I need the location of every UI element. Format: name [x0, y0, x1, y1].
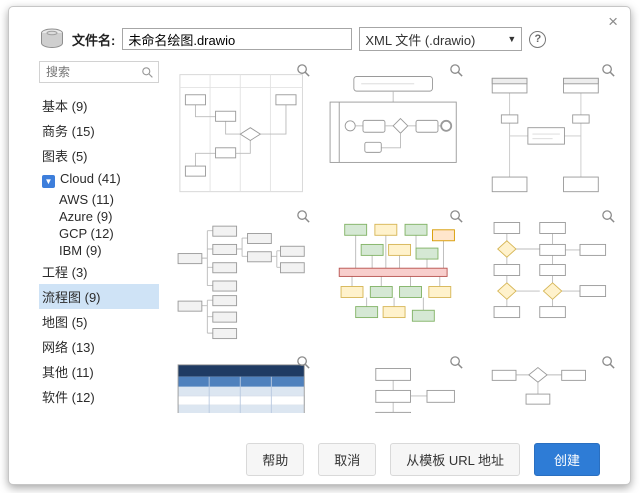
template-grid — [167, 61, 620, 413]
magnifier-icon[interactable] — [601, 63, 616, 78]
template-preview — [177, 225, 305, 340]
template-thumbnail-tree[interactable] — [167, 207, 316, 349]
filetype-select[interactable]: XML 文件 (.drawio) ▼ — [359, 27, 523, 51]
template-thumbnail-table[interactable] — [167, 353, 316, 413]
template-preview — [329, 76, 458, 163]
sidebar-item-tables[interactable]: 表格 (3) — [39, 409, 159, 413]
sidebar-item-other[interactable]: 其他 (11) — [42, 365, 94, 380]
dialog-body: 基本 (9) 商务 (15) 图表 (5) ▼ Cloud (41) AWS (1… — [9, 61, 630, 413]
template-preview — [339, 223, 456, 322]
magnifier-icon[interactable] — [601, 209, 616, 224]
sidebar-item-network[interactable]: 网络 (13) — [42, 340, 95, 355]
template-thumbnail-entity-flow[interactable] — [471, 61, 620, 203]
cancel-button[interactable]: 取消 — [318, 442, 377, 476]
magnifier-icon[interactable] — [449, 209, 464, 224]
sidebar-item-ibm[interactable]: IBM (9) — [59, 243, 102, 258]
magnifier-icon[interactable] — [296, 355, 311, 370]
template-thumbnail-cross-functional[interactable] — [167, 61, 316, 203]
filename-input[interactable] — [122, 28, 353, 50]
filetype-value: XML 文件 (.drawio) — [365, 32, 476, 48]
search-icon — [142, 66, 153, 78]
sidebar-item-gcp[interactable]: GCP (12) — [59, 226, 114, 241]
template-preview — [179, 74, 303, 193]
sidebar-item-business[interactable]: 商务 (15) — [42, 124, 95, 139]
filename-label: 文件名: — [72, 32, 116, 48]
magnifier-icon[interactable] — [449, 63, 464, 78]
template-preview — [177, 364, 305, 413]
tree-collapse-icon[interactable]: ▼ — [42, 175, 55, 188]
chevron-down-icon: ▼ — [507, 34, 517, 44]
sidebar-item-cloud-label: Cloud (41) — [60, 171, 121, 186]
sidebar-item-maps[interactable]: 地图 (5) — [42, 315, 88, 330]
disk-icon — [41, 28, 63, 48]
sidebar-item-flowcharts[interactable]: 流程图 (9) — [39, 284, 159, 309]
category-list: 基本 (9) 商务 (15) 图表 (5) ▼ Cloud (41) AWS (1… — [39, 93, 159, 413]
template-thumbnail-diamond-flow[interactable] — [471, 353, 620, 413]
template-preview — [493, 222, 606, 319]
template-thumbnail-colored-flowchart[interactable] — [319, 207, 468, 349]
magnifier-icon[interactable] — [601, 355, 616, 370]
sidebar-item-basic[interactable]: 基本 (9) — [42, 99, 88, 114]
create-diagram-dialog: × 文件名: XML 文件 (.drawio) ▼ ? 基 — [8, 6, 631, 485]
help-button[interactable]: 帮助 — [246, 442, 305, 476]
magnifier-icon[interactable] — [296, 209, 311, 224]
category-sidebar: 基本 (9) 商务 (15) 图表 (5) ▼ Cloud (41) AWS (1… — [39, 61, 159, 413]
dialog-footer: 帮助 取消 从模板 URL 地址 创建 — [9, 434, 630, 484]
search-box[interactable] — [39, 61, 159, 83]
template-thumbnail-bpmn[interactable] — [319, 61, 468, 203]
magnifier-icon[interactable] — [449, 355, 464, 370]
dialog-header: 文件名: XML 文件 (.drawio) ▼ ? — [9, 7, 630, 61]
close-icon[interactable]: × — [608, 12, 618, 31]
sidebar-item-aws[interactable]: AWS (11) — [59, 192, 114, 207]
sidebar-item-engineering[interactable]: 工程 (3) — [42, 265, 88, 280]
sidebar-item-charts[interactable]: 图表 (5) — [42, 149, 88, 164]
template-thumbnail-decision-flow[interactable] — [471, 207, 620, 349]
create-button[interactable]: 创建 — [533, 442, 600, 476]
from-template-url-button[interactable]: 从模板 URL 地址 — [390, 442, 520, 476]
sidebar-item-cloud[interactable]: ▼ Cloud (41) — [39, 168, 159, 191]
search-input[interactable] — [44, 64, 132, 80]
template-preview — [491, 77, 599, 193]
magnifier-icon[interactable] — [296, 63, 311, 78]
sidebar-item-software[interactable]: 软件 (12) — [42, 390, 95, 405]
template-preview — [375, 368, 456, 413]
help-icon[interactable]: ? — [529, 30, 547, 48]
sidebar-item-azure[interactable]: Azure (9) — [59, 209, 113, 224]
template-thumbnail-simple-flow[interactable] — [319, 353, 468, 413]
template-preview — [491, 366, 586, 405]
